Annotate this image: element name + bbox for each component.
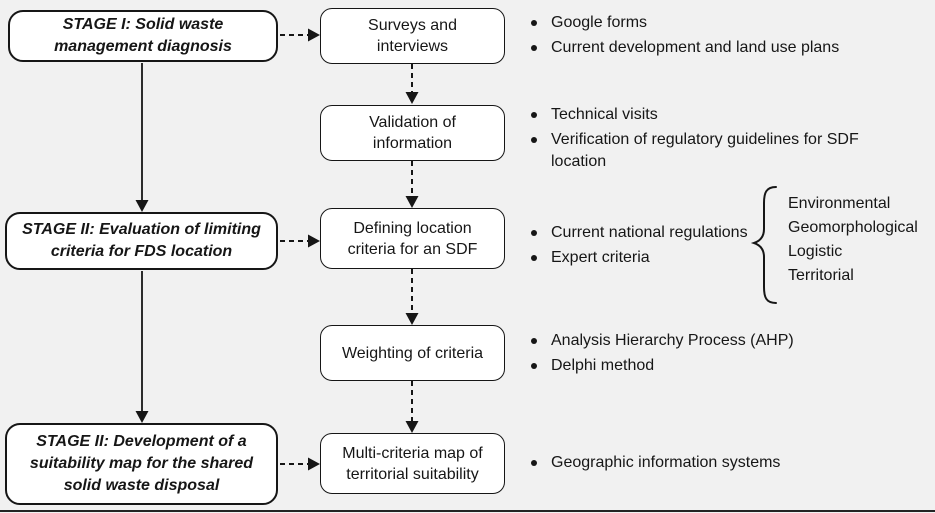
list-item: Current national regulations xyxy=(524,222,784,244)
step-box-multicriteria-map: Multi-criteria map of territorial suitab… xyxy=(320,433,505,494)
list-item: Current development and land use plans xyxy=(524,37,914,59)
criteria-item: Environmental xyxy=(788,195,891,212)
arrow-down-step1-to-step2 xyxy=(405,64,419,104)
criteria-item: Logistic xyxy=(788,243,843,260)
list-item: Delphi method xyxy=(524,355,914,377)
step-box-defining-criteria: Defining location criteria for an SDF xyxy=(320,208,505,269)
bullet-list-defining-criteria: Current national regulations Expert crit… xyxy=(524,222,784,272)
arrow-down-step2-to-step3 xyxy=(405,161,419,208)
arrow-right-stage1-to-step1 xyxy=(280,28,320,42)
bullet-list-weighting: Analysis Hierarchy Process (AHP) Delphi … xyxy=(524,330,914,380)
list-item: Verification of regulatory guidelines fo… xyxy=(524,129,872,173)
step-box-weighting: Weighting of criteria xyxy=(320,325,505,381)
curly-brace-icon xyxy=(750,186,777,304)
bullet-list-validation: Technical visits Verification of regulat… xyxy=(524,104,872,176)
stage-box-2: STAGE II: Evaluation of limiting criteri… xyxy=(5,212,278,270)
list-item: Geographic information systems xyxy=(524,452,914,474)
step-box-validation: Validation of information xyxy=(320,105,505,161)
bottom-border-line xyxy=(0,510,935,512)
stage-box-1: STAGE I: Solid waste management diagnosi… xyxy=(8,10,278,62)
list-item: Expert criteria xyxy=(524,247,784,269)
criteria-item: Geomorphological xyxy=(788,219,918,236)
arrow-down-step3-to-step4 xyxy=(405,269,419,325)
list-item: Technical visits xyxy=(524,104,872,126)
criteria-group: Environmental Geomorphological Logistic … xyxy=(788,192,918,288)
stage-box-3: STAGE II: Development of a suitability m… xyxy=(5,423,278,505)
list-item: Analysis Hierarchy Process (AHP) xyxy=(524,330,914,352)
arrow-down-stage1-to-stage2 xyxy=(135,63,149,212)
arrow-down-step4-to-step5 xyxy=(405,381,419,433)
arrow-right-stage2-to-step3 xyxy=(280,234,320,248)
criteria-item: Territorial xyxy=(788,267,854,284)
step-box-surveys: Surveys and interviews xyxy=(320,8,505,64)
list-item: Google forms xyxy=(524,12,914,34)
arrow-right-stage3-to-step5 xyxy=(280,457,320,471)
bullet-list-multicriteria-map: Geographic information systems xyxy=(524,452,914,477)
arrow-down-stage2-to-stage3 xyxy=(135,271,149,423)
bullet-list-surveys: Google forms Current development and lan… xyxy=(524,12,914,62)
